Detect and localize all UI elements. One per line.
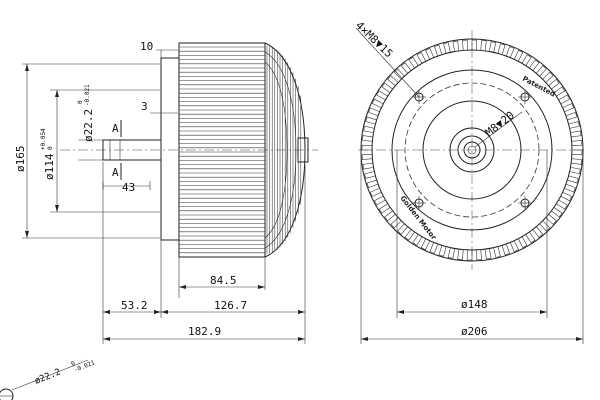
section-view: ø22.2 0 -0.021 <box>0 359 96 400</box>
dim-114-tol-upper: +0.054 <box>40 128 47 150</box>
dim-43-label: 43 <box>122 181 135 194</box>
dim-84-5-label: 84.5 <box>210 274 237 287</box>
mounting-flange <box>160 57 180 241</box>
cooling-fins <box>179 46 265 254</box>
dim-22-2-tol-upper: 0 <box>77 100 84 104</box>
shaft-bore <box>463 141 481 159</box>
shaft-thread <box>467 145 477 155</box>
dim-148-label: ø148 <box>461 298 488 311</box>
dim-10-label: 10 <box>140 40 153 53</box>
dim-182-9-label: 182.9 <box>188 325 221 338</box>
section-dim-22-2: ø22.2 <box>33 367 62 386</box>
end-cover-ribs <box>266 46 302 254</box>
front-view: 4×M8▼15 M8▼20 Patented Golden Motor ø148… <box>353 19 586 344</box>
hub-outer <box>391 69 553 231</box>
hole-callout: 4×M8▼15 <box>353 19 395 61</box>
dim-206-label: ø206 <box>461 325 488 338</box>
section-mark-top: A <box>112 122 119 135</box>
bolt-circle <box>404 82 540 218</box>
dim-3-label: 3 <box>141 100 148 113</box>
hub-inner <box>422 100 522 200</box>
end-cover <box>264 42 306 258</box>
dim-165-label: ø165 <box>14 146 27 173</box>
shaft-callout: M8▼20 <box>483 109 517 140</box>
section-shaft <box>0 388 14 400</box>
dim-22-2-label: ø22.2 <box>82 109 95 142</box>
section-tol-upper: 0 <box>70 360 76 368</box>
side-view: 10 3 ø165 ø114 +0.054 0 ø22.2 0 -0.021 A… <box>14 40 318 344</box>
brand-mark-top: Patented <box>521 75 556 99</box>
dim-114-label: ø114 <box>43 153 56 180</box>
bearing-outer <box>449 127 495 173</box>
motor-body <box>178 42 266 258</box>
dim-126-7-label: 126.7 <box>214 299 247 312</box>
shaft-end <box>297 137 309 163</box>
dim-53-2-label: 53.2 <box>121 299 148 312</box>
bearing-inner <box>457 135 487 165</box>
section-mark-bottom: A <box>112 166 119 179</box>
dim-114-tol-lower: 0 <box>47 146 54 150</box>
rim-teeth <box>361 39 583 261</box>
mounting-holes <box>412 90 532 210</box>
dim-22-2-tol-lower: -0.021 <box>84 84 91 106</box>
